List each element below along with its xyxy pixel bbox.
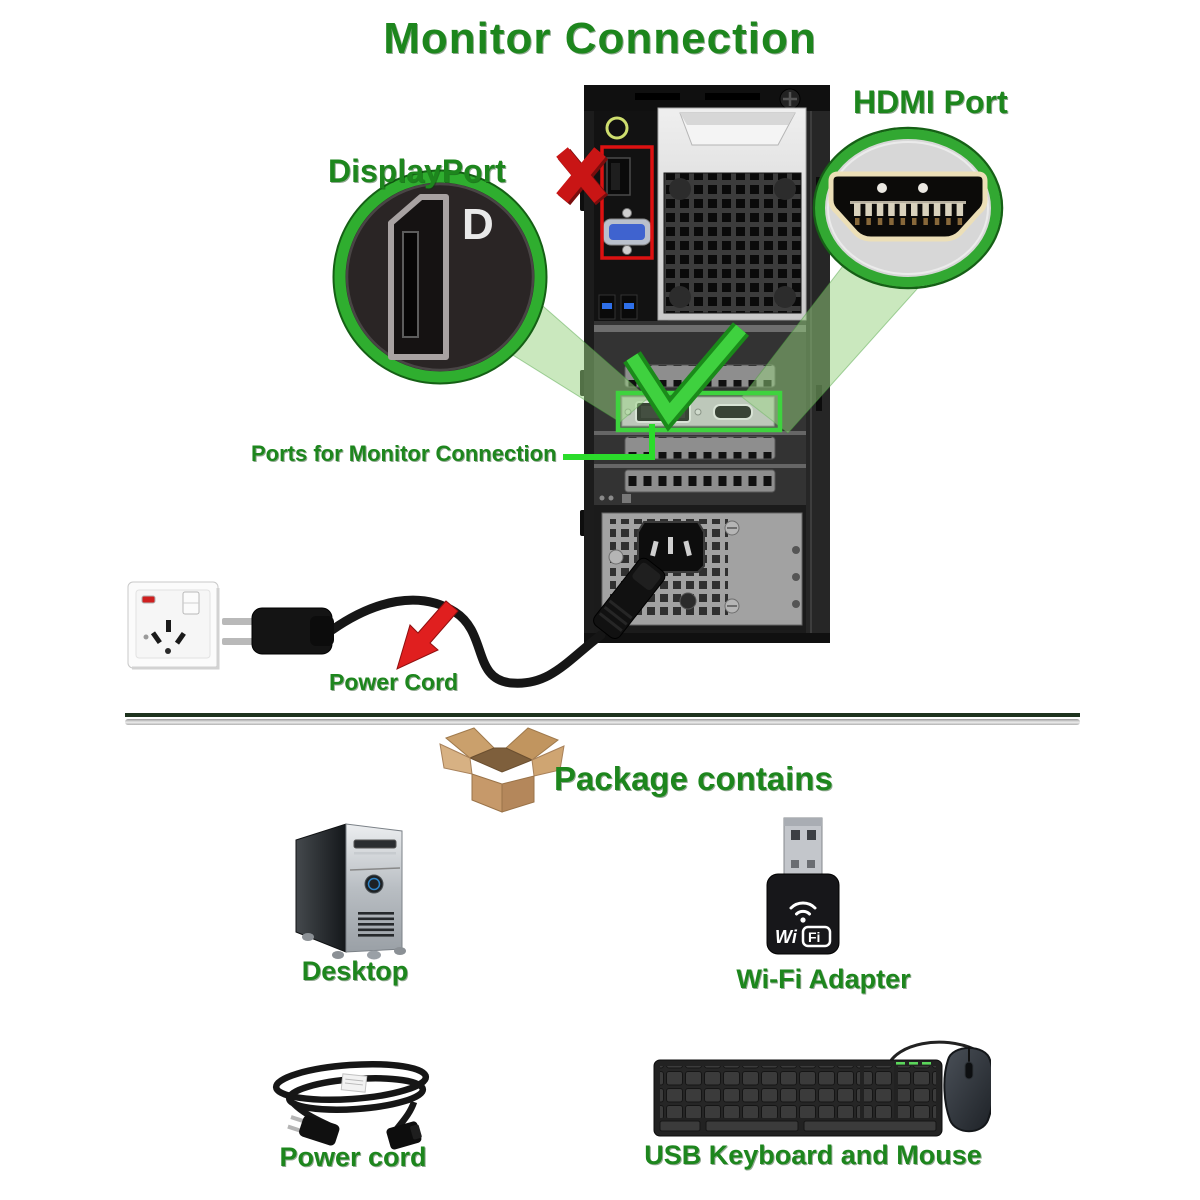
outlet-indicator-led: [141, 595, 156, 604]
page-title: Monitor Connection: [383, 14, 817, 63]
wall-outlet: [127, 581, 220, 670]
section-divider-top: [125, 713, 1080, 717]
mouse-cable: [886, 1040, 977, 1067]
displayport-label: DisplayPort: [328, 153, 506, 189]
audio-jack: [605, 116, 629, 140]
dvd-drive: [353, 839, 397, 849]
space-bar: [705, 1120, 799, 1132]
wifi-logo-wi: Wi: [775, 927, 798, 947]
desktop-item-label: Desktop: [301, 956, 409, 986]
displayport-port: [606, 157, 631, 196]
wifi-adapter-image: Wi Fi: [766, 817, 840, 955]
c13-connector: [593, 557, 666, 640]
wifi-logo-fi: Fi: [808, 929, 820, 945]
dp-logo: D: [462, 200, 494, 249]
correct-ports-highlight: [615, 390, 783, 433]
package-contains-heading: Package contains: [554, 760, 833, 797]
displayport-magnifier: D: [332, 169, 548, 385]
keyboard-leds: [896, 1062, 931, 1065]
ports-pointer-line: [563, 424, 655, 460]
hdmi-port-label: HDMI Port: [853, 84, 1008, 120]
cord-wall-plug: [287, 1115, 340, 1146]
vga-port: [602, 208, 652, 255]
scroll-wheel: [964, 1061, 974, 1080]
usb-connector: [783, 817, 823, 877]
usb3-ports: [598, 294, 638, 320]
monitor-connection-illustration: D: [127, 85, 1004, 688]
power-cable: [222, 557, 666, 688]
wifi-adapter-item-label: Wi-Fi Adapter: [736, 964, 911, 994]
cord-c13-plug: [386, 1121, 422, 1150]
desktop-image: [295, 823, 406, 960]
power-button: [364, 874, 384, 894]
package-box-icon: [439, 727, 565, 813]
wifi-signal-icon: [789, 901, 817, 916]
green-check-icon: [623, 322, 750, 432]
power-cord-image: [272, 1061, 430, 1150]
ports-for-monitor-label: Ports for Monitor Connection: [251, 441, 557, 466]
keyboard-mouse-item-label: USB Keyboard and Mouse: [644, 1140, 982, 1170]
red-x-icon: [556, 147, 609, 206]
mouse: [943, 1046, 991, 1133]
wrong-ports-highlight: [600, 145, 654, 260]
red-arrow-icon: [396, 600, 459, 670]
wall-plug: [222, 607, 334, 655]
power-cord-label: Power Cord: [329, 669, 459, 695]
section-divider-bottom: [125, 719, 1080, 725]
hdmi-magnifier: [812, 126, 1004, 290]
power-cord-item-label: Power cord: [279, 1142, 427, 1172]
cord-label-tag: [340, 1073, 368, 1093]
keyboard-mouse-image: [653, 1040, 991, 1137]
